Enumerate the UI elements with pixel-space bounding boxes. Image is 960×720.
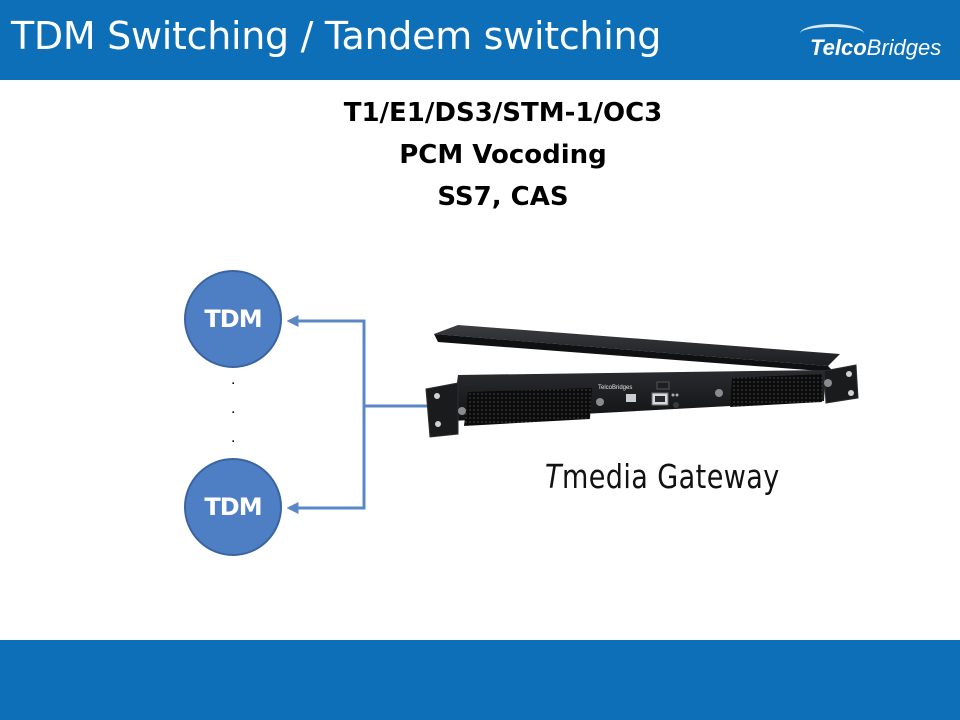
tdm-node-label-bottom: TDM — [204, 493, 262, 521]
caption-prefix: T — [545, 457, 562, 496]
logo-text-part2: Bridges — [866, 35, 942, 60]
connector-bottom-arrow — [286, 406, 366, 514]
tdm-node-label-top: TDM — [204, 305, 262, 333]
telcobridges-logo: TelcoBridges — [800, 24, 941, 63]
caption-rest: media Gateway — [561, 457, 780, 496]
tmedia-gateway-device: TelcoBridges — [425, 325, 859, 438]
protocol-line-3: SS7, CAS — [437, 182, 569, 212]
slide-title: TDM Switching / Tandem switching — [11, 14, 662, 58]
ellipsis-dot-3: . — [231, 429, 236, 446]
logo-text-part1: Telco — [810, 35, 867, 60]
title-bar: TDM Switching / Tandem switching TelcoBr… — [0, 0, 960, 80]
protocol-line-2: PCM Vocoding — [399, 140, 607, 170]
connector-top-arrow — [286, 315, 366, 406]
protocol-list: T1/E1/DS3/STM-1/OC3 PCM Vocoding SS7, CA… — [0, 92, 960, 218]
ellipsis-dot-1: . — [231, 371, 236, 388]
ellipsis-dot-2: . — [231, 400, 236, 417]
protocol-line-1: T1/E1/DS3/STM-1/OC3 — [343, 98, 663, 128]
device-caption: Tmedia Gateway — [545, 457, 780, 496]
logo-swoosh-icon — [800, 24, 864, 43]
footer-bar — [0, 640, 960, 720]
device-front-label: TelcoBridges — [598, 385, 632, 391]
connector-lines — [286, 315, 430, 514]
tdm-node-circle-top — [184, 270, 282, 368]
tdm-node-circle-bottom — [184, 458, 282, 556]
